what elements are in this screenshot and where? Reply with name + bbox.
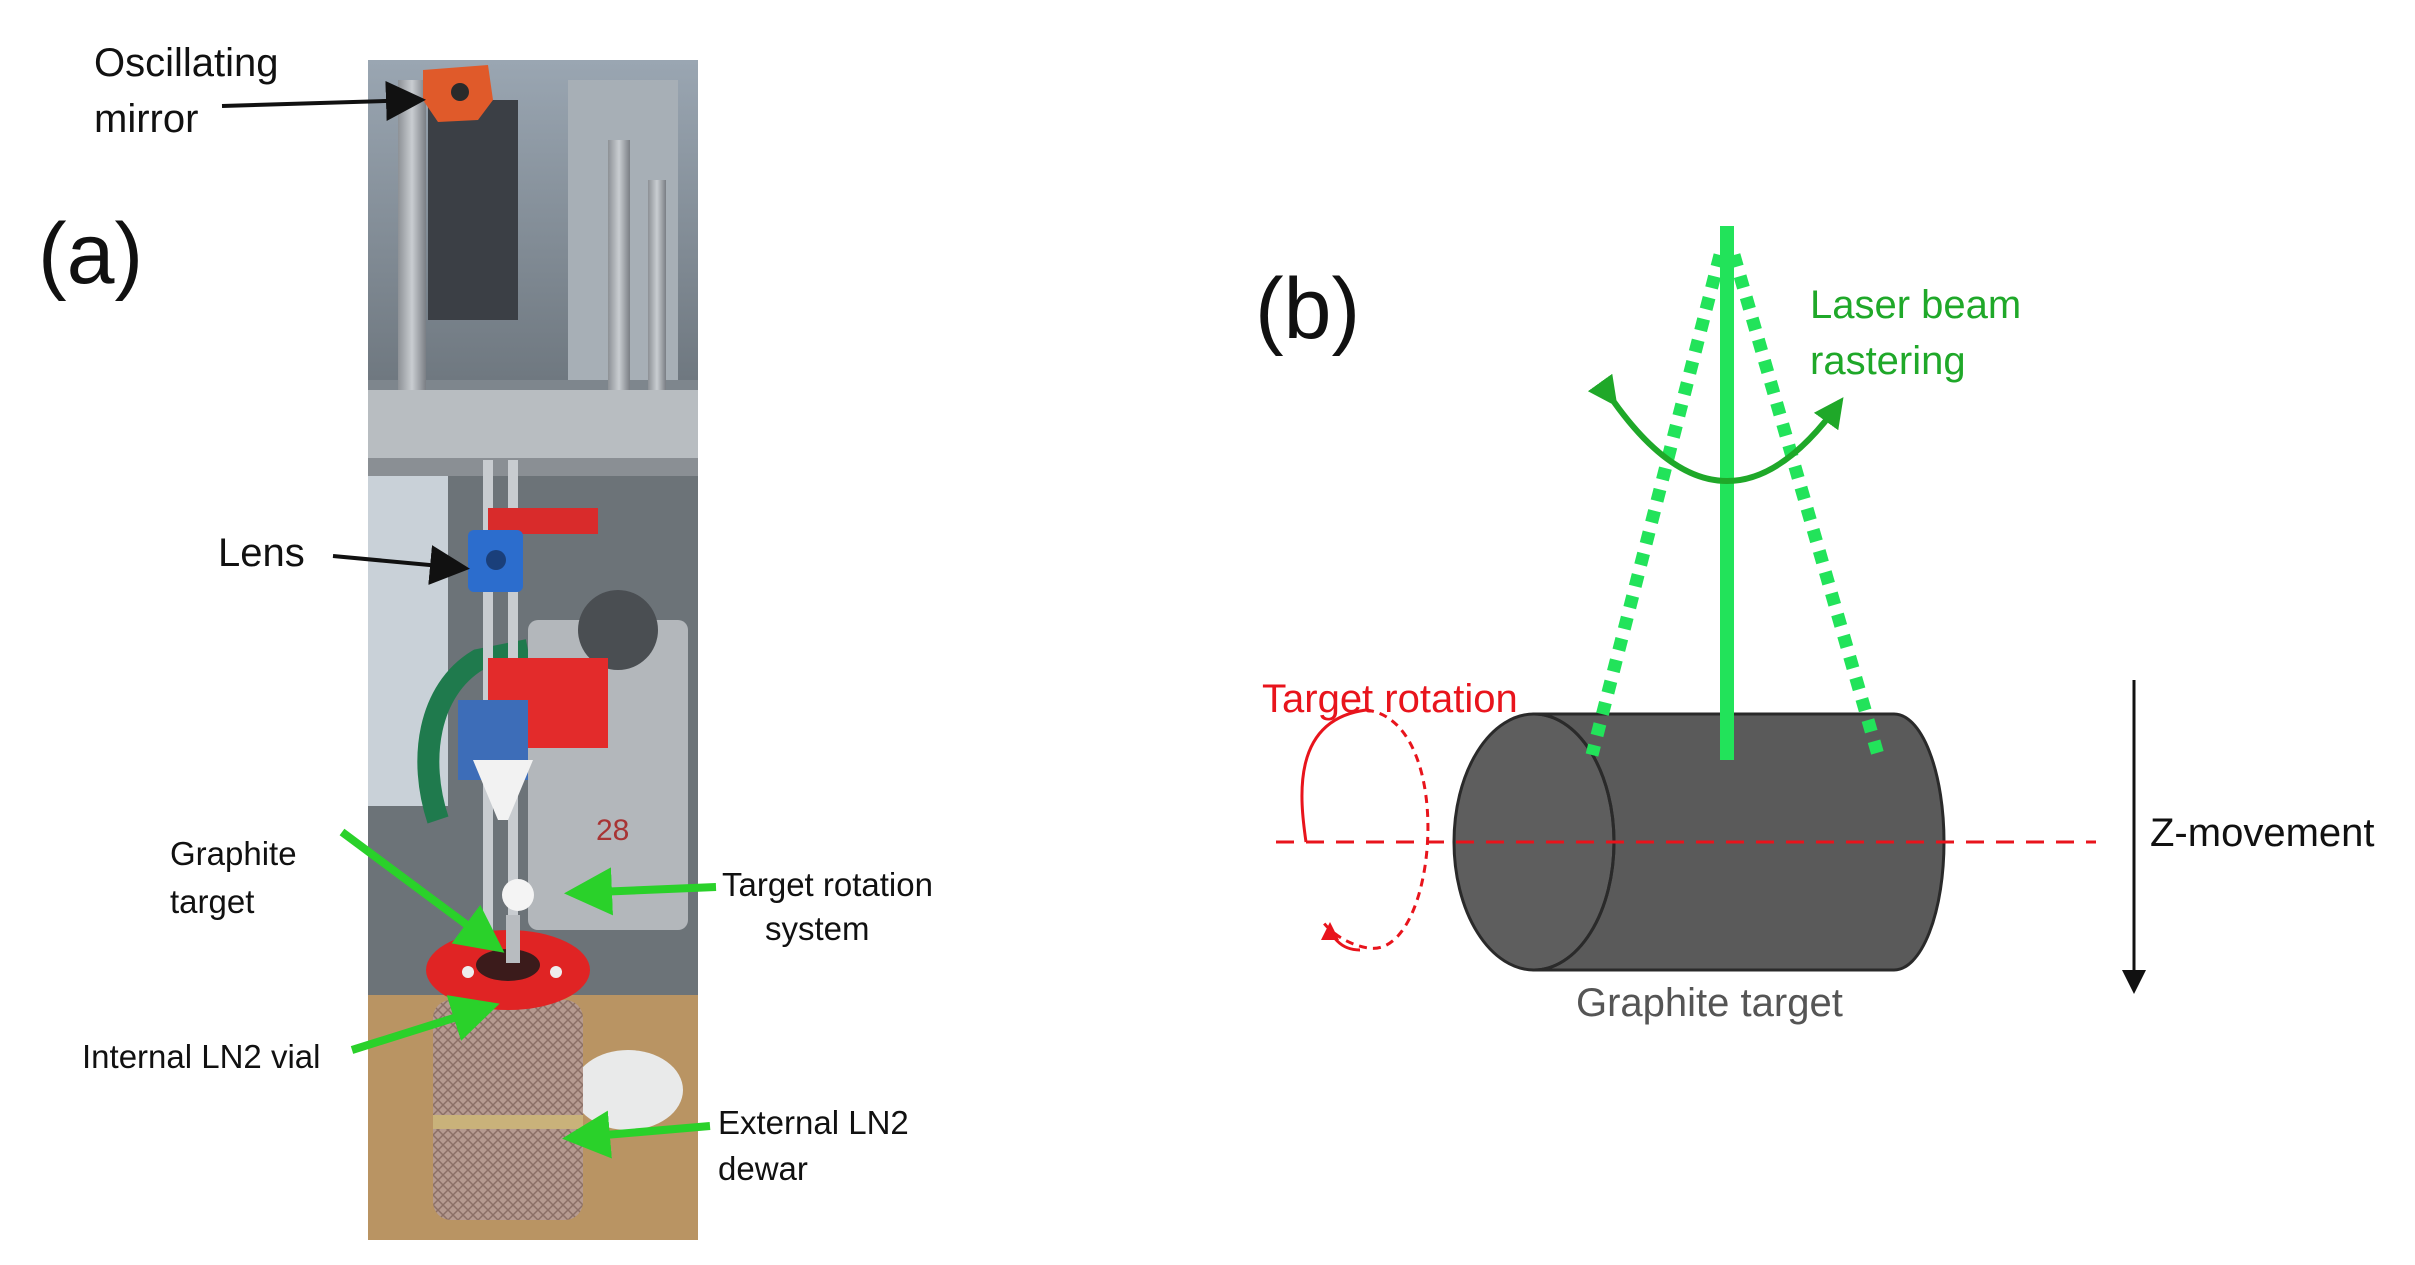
callout-target-rotation-line2: system bbox=[765, 910, 870, 947]
rastering-arrow bbox=[1587, 373, 1844, 484]
arrow-external-dewar bbox=[562, 1110, 711, 1159]
laser-label-line2: rastering bbox=[1810, 339, 1966, 383]
panel-a-label: (a) bbox=[38, 206, 144, 302]
panel-b-label: (b) bbox=[1255, 261, 1361, 357]
arrow-lens bbox=[332, 545, 470, 585]
laser-beam-right bbox=[1727, 253, 1885, 757]
arrow-oscillating-mirror bbox=[221, 80, 426, 121]
callout-internal-vial: Internal LN2 vial bbox=[82, 1038, 321, 1075]
arrow-internal-vial bbox=[350, 995, 500, 1054]
arrow-graphite-target bbox=[339, 828, 505, 953]
callout-external-dewar-line2: dewar bbox=[718, 1150, 808, 1187]
arrow-target-rotation bbox=[564, 867, 717, 916]
panel-a-arrows bbox=[221, 80, 717, 1159]
callout-lens: Lens bbox=[218, 531, 305, 575]
callout-external-dewar-line1: External LN2 bbox=[718, 1104, 909, 1141]
callout-graphite-target-line2: target bbox=[170, 883, 255, 920]
callout-graphite-target-line1: Graphite bbox=[170, 835, 297, 872]
graphite-target-label: Graphite target bbox=[1576, 981, 1843, 1025]
callout-oscillating-mirror-line1: Oscillating bbox=[94, 41, 279, 85]
callout-oscillating-mirror-line2: mirror bbox=[94, 97, 199, 141]
rotation-label: Target rotation bbox=[1262, 677, 1518, 721]
rotation-arrow bbox=[1319, 708, 1430, 950]
table-plate bbox=[368, 390, 698, 460]
pump-number: 28 bbox=[596, 814, 629, 847]
panel-b-diagram bbox=[1276, 226, 2146, 994]
external-dewar bbox=[433, 1000, 583, 1220]
apparatus-photo: 28 bbox=[368, 60, 698, 1240]
z-movement-label: Z-movement bbox=[2150, 811, 2375, 855]
callout-target-rotation-line1: Target rotation bbox=[722, 866, 933, 903]
laser-beam-left bbox=[1585, 253, 1727, 757]
laser-label-line1: Laser beam bbox=[1810, 283, 2022, 327]
